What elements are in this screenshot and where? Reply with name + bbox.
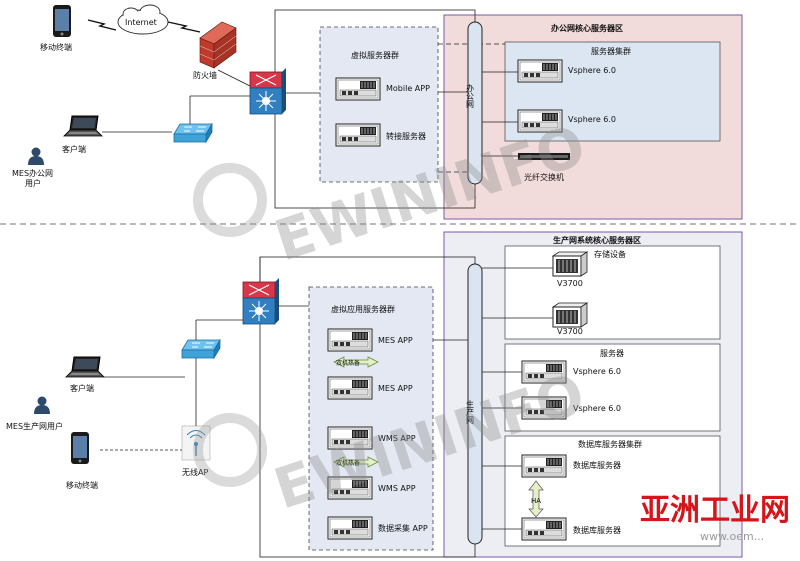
storage-1-label: V3700: [557, 279, 583, 288]
top-user-label-1: MES办公网: [12, 168, 53, 178]
top-mobile-label: 移动终端: [40, 42, 72, 52]
internet-cloud-icon: [117, 4, 169, 35]
top-core-router-icon: [249, 67, 287, 115]
lightning-icon: [87, 19, 117, 31]
storage-2-label: V3700: [557, 327, 583, 336]
office-server-1-label: Vsphere 6.0: [568, 66, 616, 75]
office-server-1-icon: [517, 59, 563, 83]
production-bus-label: 生产网: [466, 399, 475, 425]
office-zone-title: 办公网核心服务器区: [551, 23, 623, 33]
mobile-app-label: Mobile APP: [386, 84, 430, 93]
mobile-app-server-icon: [335, 77, 381, 101]
db-server-2-label: 数据库服务器: [573, 525, 621, 535]
bottom-mobile-label: 移动终端: [66, 480, 98, 490]
app-2-icon: [327, 376, 373, 400]
relay-server-icon: [335, 123, 381, 147]
office-bus: [467, 21, 483, 185]
bottom-mobile-icon: [71, 432, 89, 464]
app-1-icon: [327, 328, 373, 352]
bottom-client-label: 客户端: [70, 383, 94, 393]
db-cluster-title: 数据库服务器集群: [578, 439, 642, 449]
production-zone-title: 生产网系统核心服务器区: [553, 235, 641, 245]
top-mobile-icon: [53, 5, 71, 37]
top-user-label-2: 用户: [25, 178, 41, 188]
sync-1-label: 双机热备: [336, 359, 360, 367]
bottom-switch-icon: [181, 339, 221, 359]
storage-title: 存储设备: [594, 249, 626, 259]
office-cluster-title: 服务器集群: [591, 46, 631, 56]
top-switch-icon: [173, 123, 213, 143]
server-cluster-title: 服务器: [600, 348, 624, 358]
top-client-icon: [63, 115, 103, 137]
bottom-user-icon: [34, 396, 50, 414]
app-5-icon: [327, 516, 373, 540]
office-server-2-label: Vsphere 6.0: [568, 115, 616, 124]
ap-label: 无线AP: [182, 467, 208, 477]
storage-cluster: [504, 245, 721, 340]
internet-label: Internet: [125, 18, 157, 27]
brand-logo-text: 亚洲工业网: [640, 493, 790, 528]
firewall-icon: [199, 21, 237, 69]
top-virtual-group-title: 虚拟服务器群: [351, 50, 399, 60]
bottom-client-icon: [65, 356, 105, 378]
ha-arrow-icon: [528, 480, 544, 518]
app-1-label: MES APP: [378, 336, 413, 345]
sync-2-label: 双机热备: [336, 459, 360, 467]
firewall-label: 防火墙: [193, 70, 217, 80]
office-bus-label: 办公网: [466, 83, 475, 109]
db-server-1-label: 数据库服务器: [573, 460, 621, 470]
top-virtual-group: [319, 26, 439, 183]
ha-label: HA: [531, 497, 541, 505]
app-5-label: 数据采集 APP: [378, 523, 428, 533]
storage-2-icon: [552, 302, 588, 328]
brand-url: www.oem...: [700, 530, 764, 543]
sync-2-icon: [333, 456, 379, 468]
top-user-icon: [28, 147, 44, 165]
app-2-label: MES APP: [378, 384, 413, 393]
bottom-user-label: MES生产网用户: [6, 421, 63, 431]
db-server-1-icon: [521, 454, 567, 478]
app-4-label: WMS APP: [378, 484, 416, 493]
prod-server-1-label: Vsphere 6.0: [573, 367, 621, 376]
top-client-label: 客户端: [62, 144, 86, 154]
lightning-2-icon: [167, 21, 201, 33]
db-server-2-icon: [521, 517, 567, 541]
app-3-label: WMS APP: [378, 434, 416, 443]
bottom-virtual-group-title: 虚拟应用服务器群: [331, 304, 395, 314]
fiber-switch-label: 光纤交换机: [524, 172, 564, 182]
prod-server-2-label: Vsphere 6.0: [573, 404, 621, 413]
storage-1-icon: [552, 251, 588, 277]
sync-1-icon: [333, 356, 379, 368]
production-bus: [467, 263, 483, 545]
relay-server-label: 转接服务器: [386, 131, 426, 141]
bottom-core-router-icon: [242, 277, 280, 325]
